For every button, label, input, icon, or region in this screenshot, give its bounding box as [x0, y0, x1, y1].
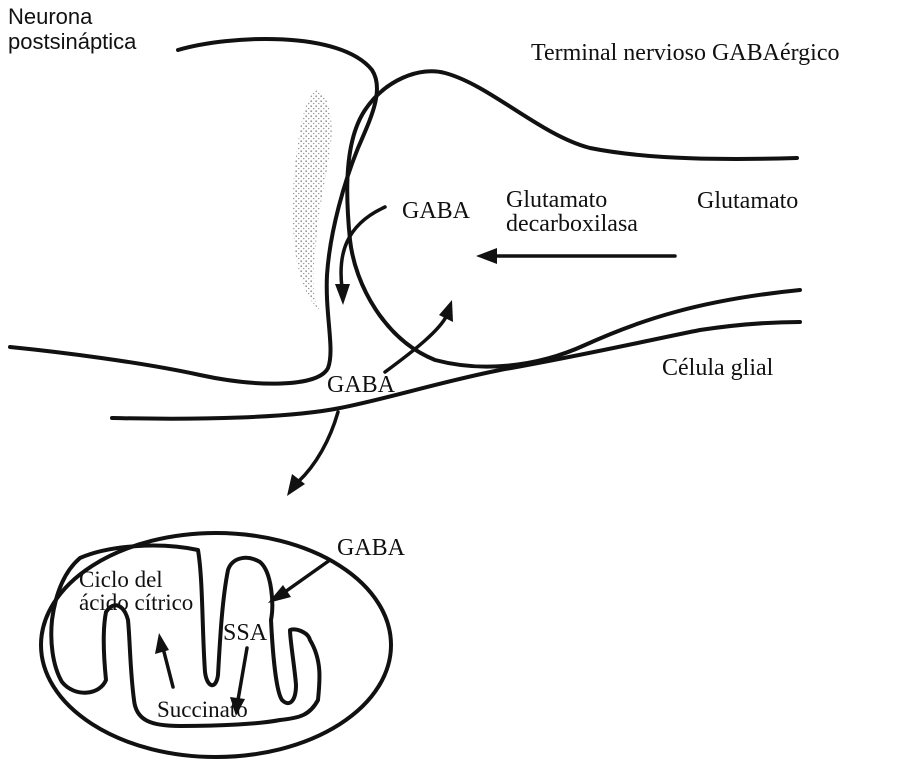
citric-label-line2: ácido cítrico — [79, 591, 193, 614]
gaba-reuptake-arrow — [385, 315, 447, 372]
gaba-mitochondrion-label: GABA — [337, 535, 405, 562]
enzyme-label-line1: Glutamato — [506, 188, 638, 212]
gaba-cleft-label: GABA — [327, 372, 395, 399]
ssa-label: SSA — [223, 620, 267, 647]
glial-cell-label: Célula glial — [662, 355, 773, 382]
glutamate-conversion-arrowhead — [476, 248, 497, 264]
ssa-to-succinate-arrow — [238, 648, 247, 700]
postsynaptic-label-line2: postsináptica — [8, 30, 136, 55]
gaba-terminal-label: GABA — [402, 198, 470, 225]
citric-acid-cycle-label: Ciclo del ácido cítrico — [79, 568, 193, 614]
terminal-label: Terminal nervioso GABAérgico — [531, 40, 839, 67]
postsynaptic-membrane — [10, 39, 377, 384]
gaba-release-arrowhead — [335, 284, 350, 305]
enzyme-label: Glutamato decarboxilasa — [506, 188, 638, 236]
enzyme-label-line2: decarboxilasa — [506, 212, 638, 236]
citric-label-line1: Ciclo del — [79, 568, 193, 591]
gaba-to-ssa-arrow — [282, 560, 330, 594]
succinate-label: Succinato — [157, 697, 248, 723]
succinate-to-citric-cycle-arrowhead — [155, 633, 169, 654]
postsynaptic-neuron-label: Neurona postsináptica — [8, 5, 136, 54]
succinate-to-citric-cycle-arrow — [163, 648, 173, 687]
glutamate-label: Glutamato — [697, 188, 798, 215]
postsynaptic-label-line1: Neurona — [8, 5, 136, 30]
gaba-glial-uptake-arrow — [298, 412, 338, 482]
